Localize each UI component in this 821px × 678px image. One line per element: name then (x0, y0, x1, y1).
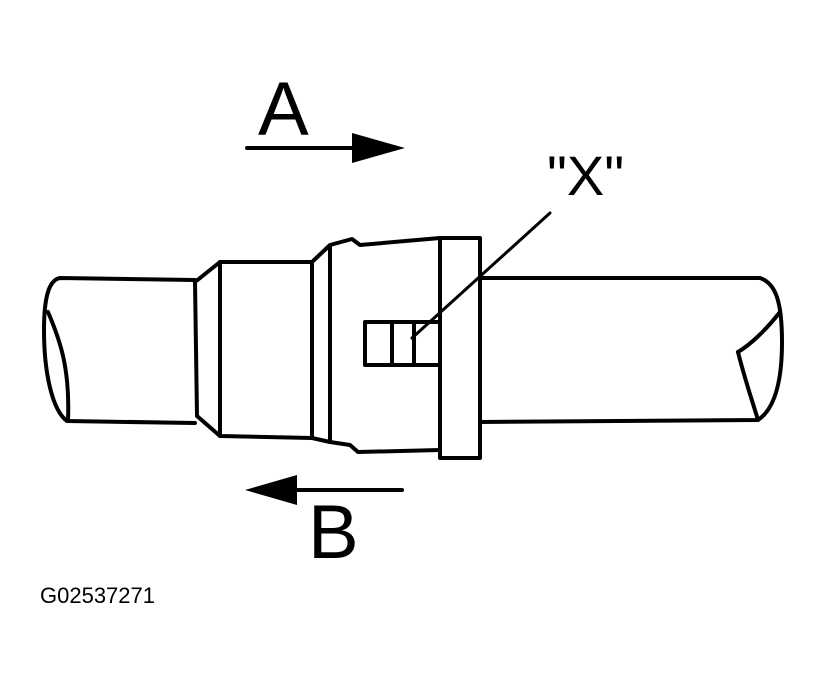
figure-id: G02537271 (40, 583, 155, 608)
arrow-a-label: A (258, 67, 309, 152)
arrow-b-label: B (308, 490, 359, 575)
connector-flange (438, 236, 482, 460)
connector-sections (218, 244, 332, 444)
indicator-window (363, 320, 442, 367)
right-pipe (478, 276, 784, 424)
arrow-b-head (245, 475, 297, 505)
callout-x-leader (410, 211, 552, 340)
connector-body (193, 236, 442, 454)
arrow-a-head (352, 133, 405, 163)
left-pipe (42, 276, 197, 425)
callout-x-label: "X" (547, 144, 624, 207)
